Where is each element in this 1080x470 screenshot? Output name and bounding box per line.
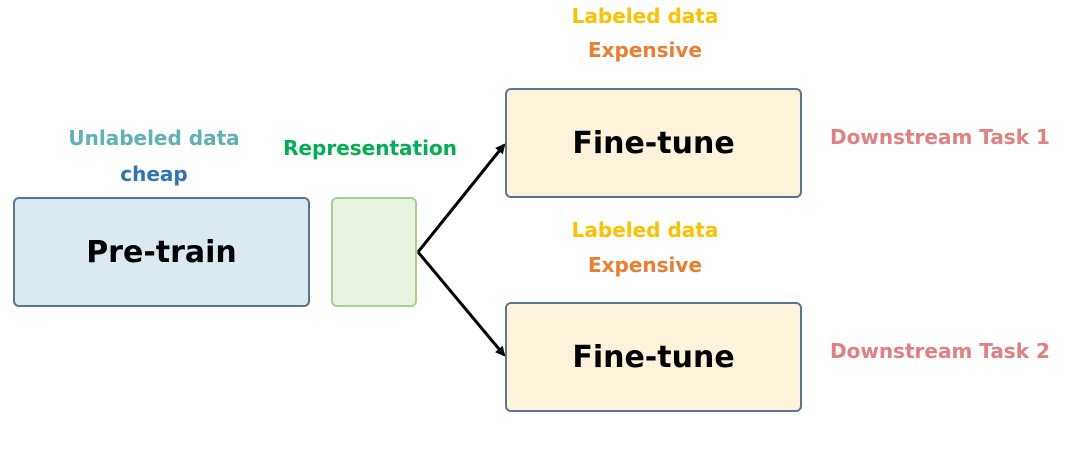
finetune-box-top: Fine-tune: [505, 88, 802, 198]
arrow-to-finetune-bottom: [416, 251, 506, 357]
cheap-label: cheap: [120, 162, 188, 186]
finetune-title-bottom: Fine-tune: [572, 339, 735, 375]
finetune-title-top: Fine-tune: [572, 125, 735, 161]
pretrain-title: Pre-train: [86, 234, 237, 270]
pretrain-box: Pre-train: [13, 197, 310, 307]
expensive-label-top: Expensive: [587, 38, 703, 62]
arrow-to-finetune-top: [416, 143, 506, 253]
labeled-data-label-bottom: Labeled data: [571, 218, 719, 242]
expensive-label-bottom: Expensive: [587, 253, 703, 277]
finetune-box-bottom: Fine-tune: [505, 302, 802, 412]
downstream-task-2-label: Downstream Task 2: [830, 339, 1050, 363]
unlabeled-data-label: Unlabeled data: [68, 126, 240, 150]
labeled-data-label-top: Labeled data: [571, 4, 719, 28]
downstream-task-1-label: Downstream Task 1: [830, 125, 1050, 149]
representation-label: Representation: [283, 136, 457, 160]
representation-box: [331, 197, 417, 307]
